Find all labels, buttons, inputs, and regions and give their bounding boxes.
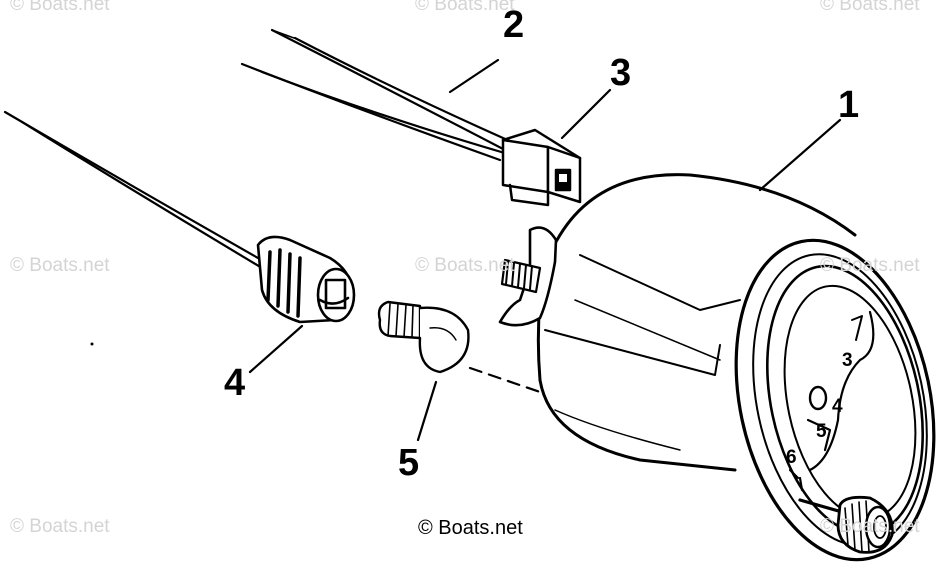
dial-mark-3: 3 (842, 350, 853, 371)
wire-connector (501, 128, 582, 207)
watermark-mid-right: © Boats.net (820, 255, 920, 276)
watermark-mid-left: © Boats.net (10, 255, 110, 276)
watermark-mid-center: © Boats.net (415, 255, 515, 276)
dial-mark-5: 5 (816, 421, 827, 442)
leader-lines (248, 58, 842, 442)
watermark-bottom-right: © Boats.net (820, 516, 920, 537)
leader-4 (248, 324, 304, 374)
leader-5 (416, 380, 438, 442)
leader-2 (448, 58, 500, 94)
bulb-socket (256, 235, 356, 324)
copyright-credit: © Boats.net (418, 517, 523, 539)
wire-harness (240, 28, 514, 162)
callout-1: 1 (838, 84, 860, 126)
assembly-line (468, 366, 542, 394)
dial-mark-4: 4 (832, 396, 843, 417)
leader-1 (758, 118, 842, 192)
watermark-top-right: © Boats.net (820, 0, 920, 15)
bulb (377, 300, 470, 374)
callout-3: 3 (610, 52, 632, 94)
callout-4: 4 (224, 362, 246, 404)
callout-5: 5 (398, 442, 420, 484)
watermark-bottom-left: © Boats.net (10, 516, 110, 537)
gauge (498, 173, 936, 562)
watermark-top-left: © Boats.net (10, 0, 110, 15)
socket-cable (3, 110, 264, 270)
callout-2: 2 (503, 4, 525, 46)
dial-mark-6: 6 (786, 447, 797, 468)
watermark-top-center: © Boats.net (415, 0, 515, 15)
leader-3 (560, 88, 612, 140)
